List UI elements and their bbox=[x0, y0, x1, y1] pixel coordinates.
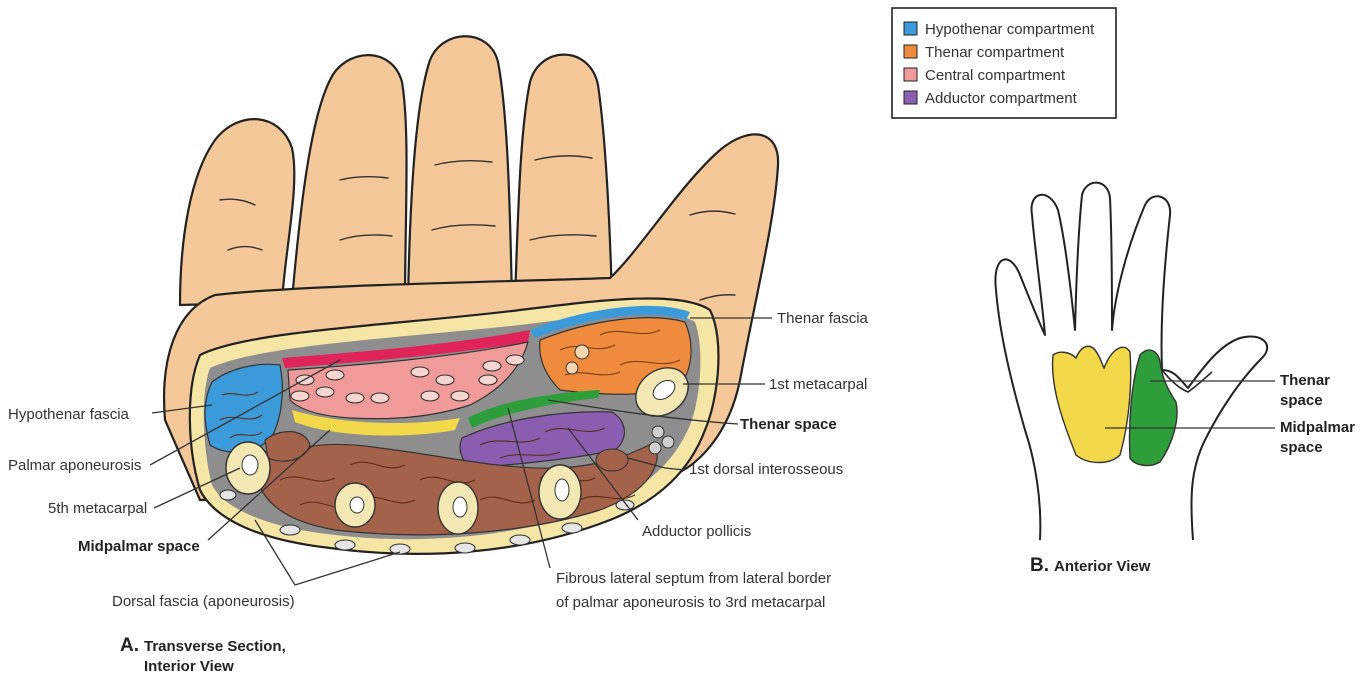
label-midpalmar-space: Midpalmar space bbox=[78, 538, 200, 555]
panel-b-caption: B. Anterior View bbox=[1030, 555, 1151, 576]
transverse-section bbox=[190, 298, 719, 554]
first-dorsal-interosseous-section bbox=[596, 449, 628, 471]
label-b-midpalmar-line1: Midpalmar bbox=[1280, 419, 1355, 436]
anterior-hand-outline bbox=[995, 183, 1267, 540]
legend: Hypothenar compartment Thenar compartmen… bbox=[892, 8, 1116, 118]
panel-a-letter: A. bbox=[120, 635, 139, 656]
legend-swatch bbox=[904, 68, 917, 81]
legend-swatch bbox=[904, 45, 917, 58]
panel-a-caption-line1: Transverse Section, bbox=[144, 638, 286, 655]
index-finger bbox=[515, 55, 612, 300]
label-first-dorsal-interosseous: 1st dorsal interosseous bbox=[689, 461, 843, 478]
panel-a-caption: A. Transverse Section, Interior View bbox=[120, 635, 286, 675]
legend-item: Thenar compartment bbox=[904, 44, 1065, 61]
label-fibrous-septum-line1: Fibrous lateral septum from lateral bord… bbox=[556, 570, 831, 587]
middle-finger bbox=[408, 36, 512, 300]
panel-b-letter: B. bbox=[1030, 555, 1049, 576]
legend-swatch bbox=[904, 91, 917, 104]
panel-a-caption-line2: Interior View bbox=[144, 658, 234, 675]
little-finger bbox=[180, 119, 294, 305]
label-fifth-metacarpal: 5th metacarpal bbox=[48, 500, 147, 517]
label-b-midpalmar-line2: space bbox=[1280, 439, 1323, 456]
label-adductor-pollicis: Adductor pollicis bbox=[642, 523, 751, 540]
svg-text:Central compartment: Central compartment bbox=[925, 67, 1066, 84]
label-hypothenar-fascia: Hypothenar fascia bbox=[8, 406, 130, 423]
panel-b-hand-outline bbox=[995, 183, 1275, 540]
svg-text:Hypothenar compartment: Hypothenar compartment bbox=[925, 21, 1095, 38]
label-thenar-fascia: Thenar fascia bbox=[777, 310, 869, 327]
legend-item: Central compartment bbox=[904, 67, 1066, 84]
legend-item: Adductor compartment bbox=[904, 90, 1078, 107]
label-b-thenar-line2: space bbox=[1280, 392, 1323, 409]
label-b-thenar-line1: Thenar bbox=[1280, 372, 1330, 389]
legend-swatch bbox=[904, 22, 917, 35]
label-first-metacarpal: 1st metacarpal bbox=[769, 376, 867, 393]
panel-b-caption-text: Anterior View bbox=[1054, 558, 1151, 575]
label-dorsal-fascia: Dorsal fascia (aponeurosis) bbox=[112, 593, 295, 610]
legend-item: Hypothenar compartment bbox=[904, 21, 1095, 38]
label-palmar-aponeurosis: Palmar aponeurosis bbox=[8, 457, 141, 474]
panel-b-labels: Thenar space Midpalmar space bbox=[1280, 372, 1355, 456]
svg-text:Thenar compartment: Thenar compartment bbox=[925, 44, 1065, 61]
label-fibrous-septum-line2: of palmar aponeurosis to 3rd metacarpal bbox=[556, 594, 825, 611]
panel-a-hand-illustration bbox=[164, 36, 778, 554]
svg-text:Adductor compartment: Adductor compartment bbox=[925, 90, 1078, 107]
label-thenar-space: Thenar space bbox=[740, 416, 837, 433]
